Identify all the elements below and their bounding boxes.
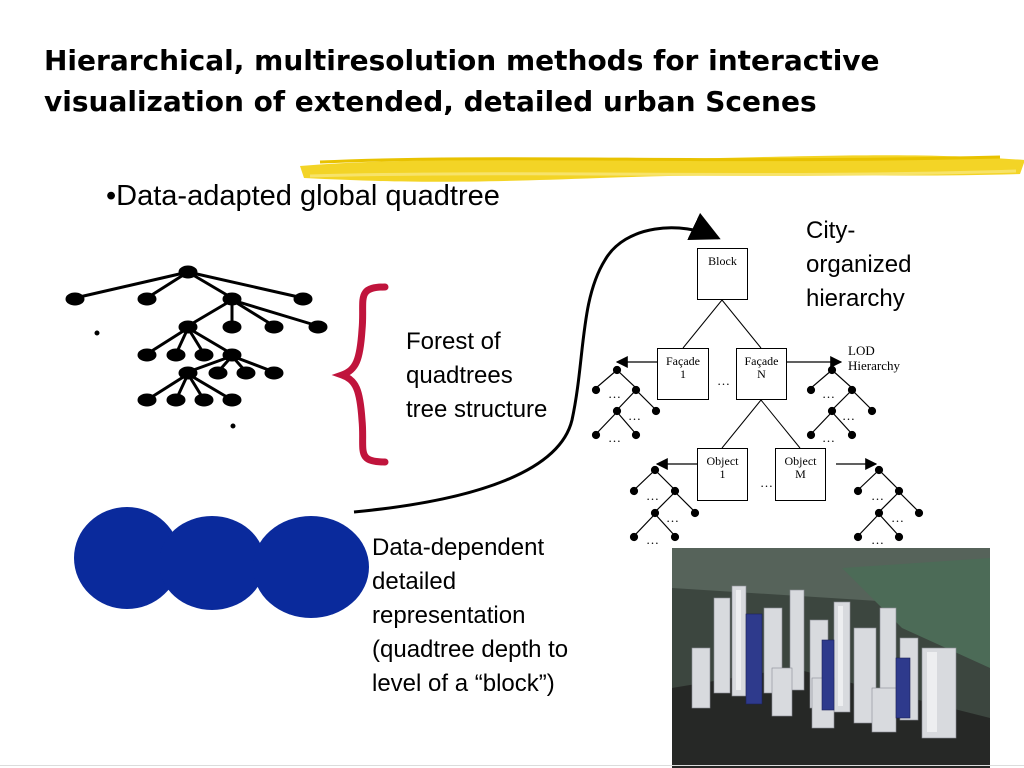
- title-highlighter-underline: [300, 155, 1024, 182]
- ellipsis-tree-4b: …: [891, 510, 904, 525]
- city-render-drawing: [672, 548, 990, 768]
- facade-1-line-1: Façade: [666, 354, 700, 368]
- ellipsis-facades: …: [717, 373, 730, 388]
- object-m-line-1: Object: [784, 454, 817, 468]
- object-m-line-2: M: [795, 467, 806, 481]
- facade-n-line-2: N: [757, 367, 766, 381]
- block-node-label: Block: [708, 254, 737, 268]
- red-curly-brace: [331, 283, 389, 466]
- ellipsis-objects: …: [760, 475, 773, 490]
- ellipsis-tree-1a: …: [608, 386, 621, 401]
- overlapping-blue-circles: [74, 507, 369, 618]
- data-dependent-line-2: detailed: [372, 568, 457, 595]
- data-dependent-representation-label: Data-dependent detailed representation (…: [372, 531, 568, 701]
- object-1-line-1: Object: [706, 454, 739, 468]
- city-label-line-3: hierarchy: [806, 285, 905, 312]
- forest-of-quadtrees-label: Forest of quadtrees tree structure: [406, 325, 547, 427]
- bullet-data-adapted-quadtree: •Data-adapted global quadtree: [106, 180, 500, 212]
- slide-title: Hierarchical, multiresolution methods fo…: [44, 44, 880, 118]
- city-label-line-2: organized: [806, 251, 912, 278]
- facade-n-node: Façade N: [736, 348, 787, 400]
- lod-binary-tree-right-top: [806, 365, 877, 440]
- forest-label-line-3: tree structure: [406, 396, 548, 423]
- forest-label-line-2: quadtrees: [406, 362, 513, 389]
- ellipsis-tree-3a: …: [646, 488, 659, 503]
- data-dependent-line-3: representation: [372, 602, 526, 629]
- city-label-line-1: City-: [806, 217, 856, 244]
- ellipsis-tree-4a: …: [871, 488, 884, 503]
- ellipsis-tree-1b: …: [628, 408, 641, 423]
- ellipsis-tree-2b: …: [842, 408, 855, 423]
- object-m-node: Object M: [775, 448, 826, 501]
- lod-label-line-1: LOD: [848, 343, 875, 358]
- connector-curve-arrow: [353, 212, 721, 514]
- data-dependent-line-1: Data-dependent: [372, 534, 545, 561]
- facade-1-line-2: 1: [680, 367, 686, 381]
- slide-bottom-border: [0, 765, 1024, 766]
- ellipsis-tree-2a: …: [822, 386, 835, 401]
- lod-label-line-2: Hierarchy: [848, 358, 900, 373]
- city-organized-hierarchy-label: City- organized hierarchy: [806, 214, 911, 316]
- facade-n-line-1: Façade: [744, 354, 779, 368]
- lod-binary-tree-right-bottom: [853, 465, 924, 542]
- forest-label-line-1: Forest of: [406, 328, 501, 355]
- lod-binary-tree-left-top: [591, 365, 661, 440]
- data-dependent-line-5: level of a “block”): [372, 670, 555, 697]
- data-dependent-line-4: (quadtree depth to: [372, 636, 569, 663]
- ellipsis-tree-1c: …: [608, 430, 621, 445]
- object-1-line-2: 1: [719, 467, 726, 481]
- lod-hierarchy-label: LOD Hierarchy: [848, 343, 900, 373]
- block-node: Block: [697, 248, 748, 300]
- ellipsis-tree-2c: …: [822, 430, 835, 445]
- quadtree-forest: [65, 265, 328, 429]
- ellipsis-tree-3b: …: [666, 510, 679, 525]
- ellipsis-tree-3c: …: [646, 532, 659, 547]
- object-1-node: Object 1: [697, 448, 748, 501]
- lod-binary-tree-left-bottom: [629, 465, 700, 542]
- ellipsis-tree-4c: …: [871, 532, 884, 547]
- city-render-image: [672, 548, 990, 768]
- facade-1-node: Façade 1: [657, 348, 709, 400]
